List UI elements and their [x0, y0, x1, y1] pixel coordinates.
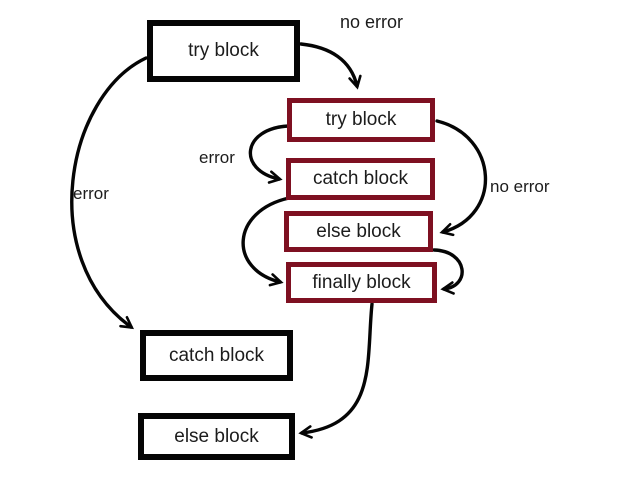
box-label: catch block — [312, 168, 409, 189]
box-outer-catch-block: catch block — [140, 330, 293, 381]
box-inner-finally-block: finally block — [286, 262, 437, 303]
arrow-inner-try-to-inner-catch — [248, 124, 291, 184]
box-outer-try-block: try block — [147, 20, 300, 82]
edge-label-no-error-right: no error — [490, 177, 550, 196]
box-label: finally block — [312, 271, 411, 293]
edge-label-error-outer: error — [73, 184, 109, 203]
box-label: try block — [188, 40, 259, 61]
arrow-inner-try-to-inner-else — [435, 119, 488, 237]
edge-label-no-error-top: no error — [340, 12, 404, 32]
arrow-inner-catch-to-inner-finally — [241, 196, 291, 287]
box-label: catch block — [168, 344, 265, 366]
box-inner-else-block: else block — [284, 211, 433, 252]
box-label: else block — [316, 220, 401, 242]
arrow-outer-try-to-inner-try — [299, 42, 362, 90]
box-inner-catch-block: catch block — [286, 158, 435, 200]
arrow-inner-else-to-inner-finally — [432, 248, 464, 295]
box-label: else block — [174, 425, 259, 447]
box-label: try block — [325, 109, 397, 130]
box-inner-try-block: try block — [287, 98, 435, 142]
arrow-outer-try-to-outer-catch — [70, 56, 148, 330]
box-outer-else-block: else block — [138, 413, 295, 460]
arrow-inner-finally-to-outer-else — [298, 302, 374, 439]
edge-label-error-inner: error — [199, 148, 235, 167]
